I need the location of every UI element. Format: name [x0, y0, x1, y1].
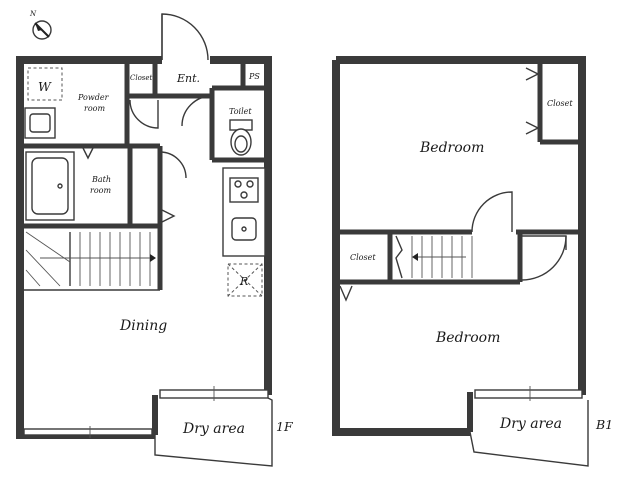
stove-icon: [229, 177, 259, 203]
f1-dry-area: [152, 386, 273, 467]
refrigerator-space: [227, 263, 263, 297]
b1-closet-left-label: Closet: [350, 253, 376, 262]
compass: N: [29, 10, 52, 40]
f1-closet-label: Closet: [130, 74, 153, 82]
b1-bedroom-door: [471, 191, 513, 233]
f1-bath-door: [159, 151, 187, 179]
bathtub-icon: [25, 151, 75, 221]
f1-toilet-door: [181, 95, 213, 127]
b1-dry-area-outline: [469, 400, 589, 467]
f1-closet-hinge-icon: [161, 209, 176, 223]
powder-room-label-line1: Powder: [77, 93, 110, 102]
sink-icon: [231, 217, 257, 241]
bath-room-label-line1: Bath: [91, 175, 111, 184]
b1-dry-area-label: Dry area: [499, 416, 562, 432]
b1-bedroom-lower-label: Bedroom: [435, 330, 500, 346]
compass-arrow-icon: [35, 23, 42, 31]
f1-dry-area-label: Dry area: [182, 421, 245, 437]
b1-closet-hinge-top-icon: [525, 67, 540, 81]
f1-window-south: [23, 428, 153, 436]
compass-north-label: N: [29, 10, 37, 18]
ps-label: PS: [248, 72, 260, 81]
f1-powder-door: [129, 99, 159, 129]
washer-label: W: [38, 79, 52, 94]
f1-entrance-door: [161, 13, 209, 61]
b1-bedroom-upper-label: Bedroom: [419, 140, 484, 156]
f1-stair-arrow-icon: [150, 254, 156, 262]
washer-space: [27, 67, 63, 101]
toilet-label: Toilet: [229, 107, 252, 116]
b1-dry-area: [467, 386, 589, 467]
b1-level-label: B1: [595, 417, 613, 432]
bath-room-label-line2: room: [90, 186, 111, 195]
f1-level-label: 1F: [276, 419, 294, 434]
floor-1-plan: [16, 13, 273, 467]
f1-bath-hinge-icon: [81, 145, 95, 160]
b1-closet-hinge-icon: [339, 285, 353, 302]
b1-closet-right-label: Closet: [547, 99, 573, 108]
b1-closet-hinge-bottom-icon: [525, 121, 540, 135]
powder-room-label-line2: room: [84, 104, 105, 113]
entrance-label: Ent.: [176, 72, 200, 85]
b1-stair-arrow-icon: [412, 253, 418, 261]
floor-b1-plan: [332, 56, 589, 467]
toilet-icon: [229, 119, 253, 156]
b1-staircase: [395, 235, 473, 279]
dining-label: Dining: [119, 318, 167, 334]
compass-ring: [32, 20, 52, 40]
f1-staircase: [25, 231, 156, 287]
f1-dry-area-outline: [154, 397, 273, 467]
refrigerator-label: R: [239, 275, 248, 288]
b1-outer-wall-west-south: [332, 60, 470, 436]
b1-outer-wall-north-east: [336, 56, 586, 395]
b1-storage-door: [520, 235, 567, 281]
f1-outer-wall-east: [210, 56, 272, 395]
